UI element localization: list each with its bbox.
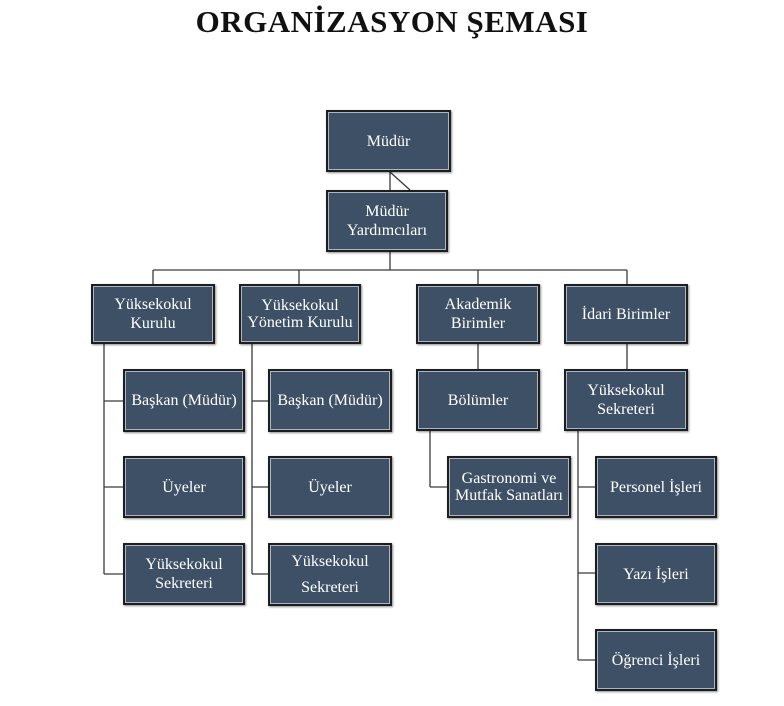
yonetim-sekreter-box: Yüksekokul Sekreteri [268, 543, 392, 606]
gastronomi-box: Gastronomi ve Mutfak Sanatları [447, 456, 571, 518]
kurul-sekreter-box: Yüksekokul Sekreteri [123, 543, 245, 605]
kurul-uyeler-box: Üyeler [123, 456, 245, 518]
page-title: ORGANİZASYON ŞEMASI [195, 4, 589, 39]
yonetim-baskan-box: Başkan (Müdür) [268, 369, 392, 432]
bolumler-box: Bölümler [416, 369, 540, 431]
yazi-isleri-box: Yazı İşleri [595, 543, 717, 605]
ogrenci-isleri-box: Öğrenci İşleri [595, 629, 717, 691]
mudur-box: Müdür [326, 110, 451, 172]
akademik-birimler-box: Akademik Birimler [416, 284, 540, 344]
yonetim-uyeler-box: Üyeler [268, 456, 392, 518]
kurul-baskan-box: Başkan (Müdür) [123, 369, 245, 432]
personel-isleri-box: Personel İşleri [595, 456, 717, 518]
idari-sekreter-box: Yüksekokul Sekreteri [564, 369, 688, 431]
yuksekokul-kurulu-box: Yüksekokul Kurulu [91, 284, 215, 344]
idari-birimler-box: İdari Birimler [564, 284, 688, 344]
yuksekokul-yonetim-kurulu-box: Yüksekokul Yönetim Kurulu [239, 284, 361, 344]
mudur-yardimcilari-box: Müdür Yardımcıları [326, 190, 448, 252]
